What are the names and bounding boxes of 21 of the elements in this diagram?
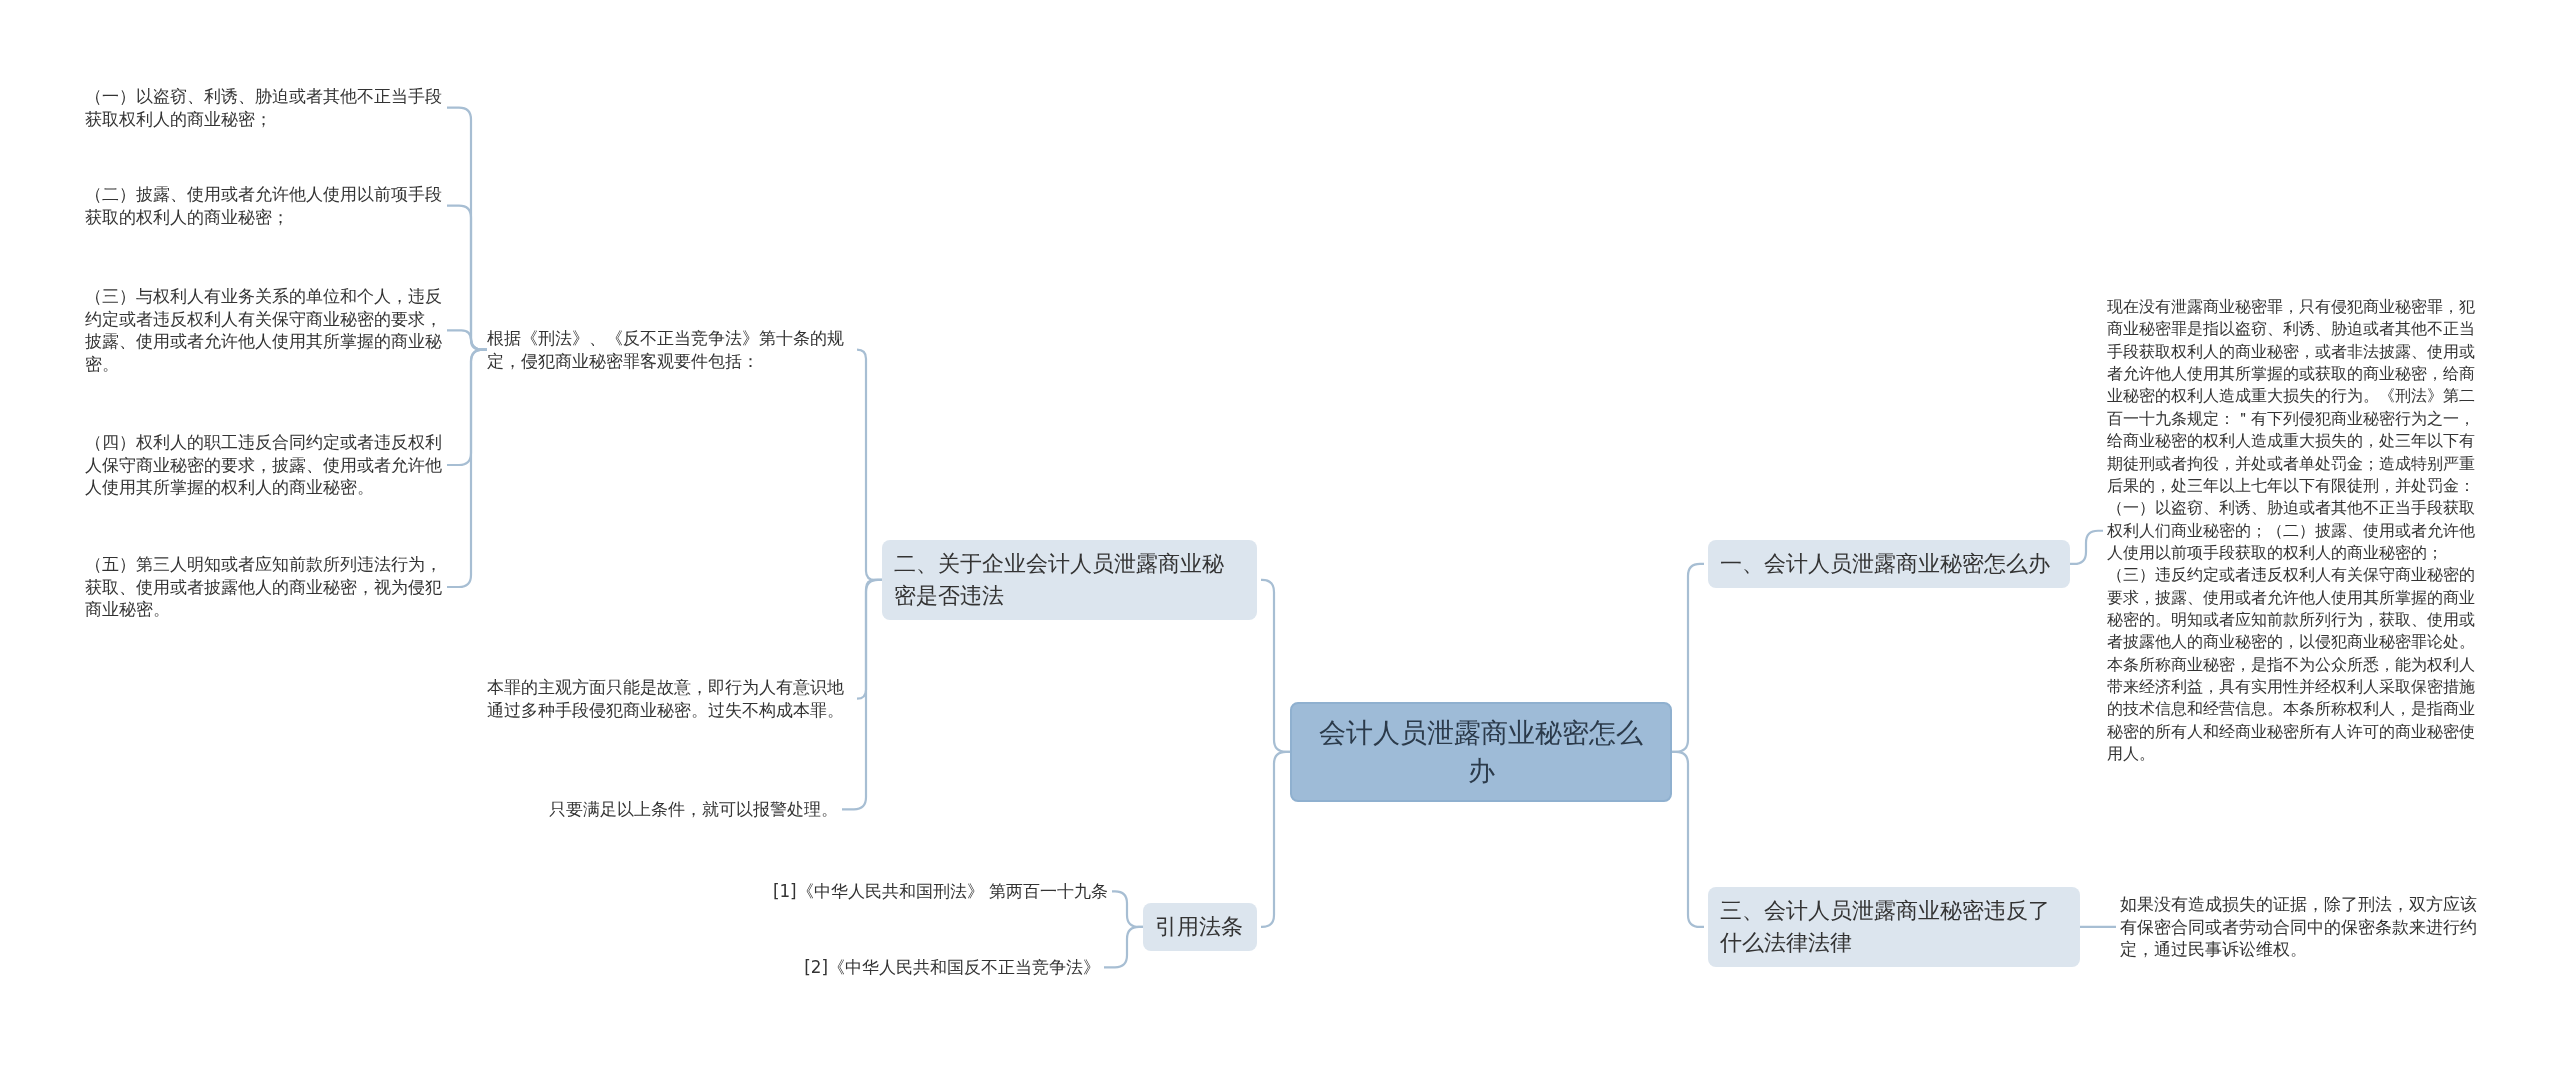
topic-text: （二）披露、使用或者允许他人使用以前项手段获取的权利人的商业秘密； [85,183,443,229]
topic-text: 只要满足以上条件，就可以报警处理。 [520,798,838,821]
topic-text: 本罪的主观方面只能是故意，即行为人有意识地通过多种手段侵犯商业秘密。过失不构成本罪。 [487,676,853,722]
topic-text: [2]《中华人民共和国反不正当竞争法》 [760,956,1100,979]
central-topic-box: 会计人员泄露商业秘密怎么办 [1290,702,1672,802]
connector-line [2070,529,2103,566]
connector-line [2080,925,2116,928]
topic-box: 引用法条 [1143,903,1257,951]
topic-text: （五）第三人明知或者应知前款所列违法行为，获取、使用或者披露他人的商业秘密，视为侵犯商业秘密。 [85,553,443,621]
topic-box: 三、会计人员泄露商业秘密违反了什么法律法律 [1708,887,2080,967]
connector-line [1260,750,1290,929]
connector-line [1104,925,1143,969]
topic-text: （三）与权利人有业务关系的单位和个人，违反约定或者违反权利人有关保守商业秘密的要求，披露、使用或者允许他人使用其所掌握的商业秘密。 [85,285,443,376]
topic-text: 现在没有泄露商业秘密罪，只有侵犯商业秘密罪，犯商业秘密罪是指以盗窃、利诱、胁迫或者其他不正当手段获取权利人的商业秘密，或者非法披露、使用或者允许他人使用其所掌握的或获取的商业秘密，给商业秘密的权利人造成重大损失的行为。《刑法》第二百一十九条规定：＂有下列侵犯商业秘密行为之一，给商业秘密的权利人造成重大损失的，处三年以下有期徒刑或者拘役，并处或者单处罚金；造成特别严重后果的，处三年以上七年以下有限徒刑，并处罚金：（一）以盗窃、利诱、胁迫或者其他不正当手段获取权利人们商业秘密的；（二）披露、使用或者允许他人使用以前项手段获取的权利人的商业秘密的；（三）违反约定或者违反权利人有关保守商业秘密的要求，披露、使用或者允许他人使用其所掌握的商业秘密的。明知或者应知前款所列行为，获取、使用或者披露他人的商业秘密的，以侵犯商业秘密罪论处。本条所称商业秘密，是指不为公众所悉，能为权利人带来经济利益，具有实用性并经权利人采取保密措施的技术信息和经营信息。本条所称权利人，是指商业秘密的所有人和经商业秘密所有人许可的商业秘密使用人。 [2107,296,2475,766]
topic-text: [1]《中华人民共和国刑法》 第两百一十九条 [740,880,1108,903]
topic-box: 二、关于企业会计人员泄露商业秘密是否违法 [882,540,1257,620]
topic-text: （四）权利人的职工违反合同约定或者违反权利人保守商业秘密的要求，披露、使用或者允许他人使用其所掌握的权利人的商业秘密。 [85,431,443,499]
topic-box: 一、会计人员泄露商业秘密怎么办 [1708,540,2070,588]
topic-text: 如果没有造成损失的证据，除了刑法，双方应该有保密合同或者劳动合同中的保密条款来进行约定，通过民事诉讼维权。 [2120,893,2480,961]
topic-text: （一）以盗窃、利诱、胁迫或者其他不正当手段获取权利人的商业秘密； [85,85,443,131]
topic-text: 根据《刑法》、《反不正当竞争法》第十条的规定，侵犯商业秘密罪客观要件包括： [487,327,853,373]
